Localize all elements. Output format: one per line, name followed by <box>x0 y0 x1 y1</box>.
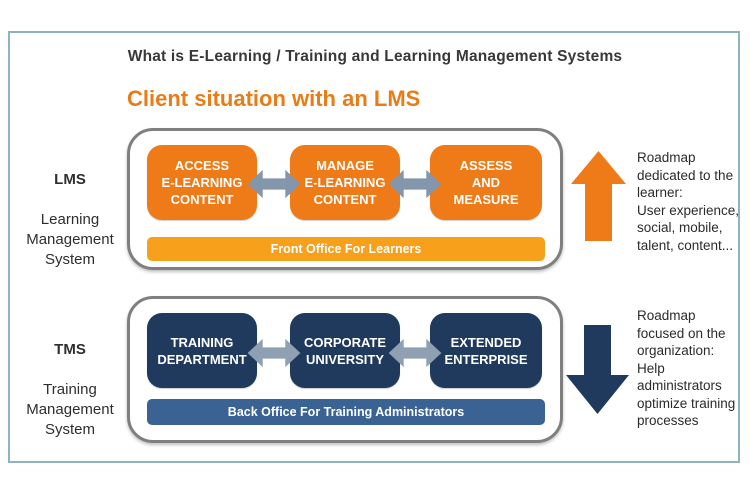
tms-container: TRAINING DEPARTMENT CORPORATE UNIVERSITY… <box>127 296 563 443</box>
double-arrow-icon <box>388 338 442 368</box>
tms-abbr: TMS <box>54 341 86 358</box>
tms-label-lines: Training Management System <box>26 381 114 438</box>
lms-abbr: LMS <box>54 171 86 188</box>
page-title: What is E-Learning / Training and Learni… <box>127 48 623 65</box>
tms-roadmap-text: Roadmap focused on the organization: Hel… <box>637 308 736 428</box>
double-arrow-icon <box>247 169 301 199</box>
lms-box-assess-measure: ASSESS AND MEASURE <box>430 145 542 220</box>
lms-box-access-content: ACCESS E-LEARNING CONTENT <box>147 145 257 220</box>
section-heading: Client situation with an LMS <box>127 86 421 111</box>
tms-back-office-bar: Back Office For Training Administrators <box>147 399 545 425</box>
lms-container: ACCESS E-LEARNING CONTENT MANAGE E-LEARN… <box>127 128 563 270</box>
down-arrow-icon <box>566 325 629 414</box>
up-arrow-icon <box>571 151 626 241</box>
lms-side-label: LMS Learning Management System <box>0 150 140 290</box>
lms-box-manage-content: MANAGE E-LEARNING CONTENT <box>290 145 400 220</box>
tms-box-extended-enterprise: EXTENDED ENTERPRISE <box>430 313 542 388</box>
tms-box-training-department: TRAINING DEPARTMENT <box>147 313 257 388</box>
lms-front-office-bar: Front Office For Learners <box>147 237 545 261</box>
tms-side-label: TMS Training Management System <box>0 320 140 460</box>
double-arrow-icon <box>388 169 442 199</box>
lms-label-lines: Learning Management System <box>26 211 114 268</box>
double-arrow-icon <box>247 338 301 368</box>
tms-box-corporate-university: CORPORATE UNIVERSITY <box>290 313 400 388</box>
lms-roadmap-text: Roadmap dedicated to the learner: User e… <box>637 150 740 253</box>
